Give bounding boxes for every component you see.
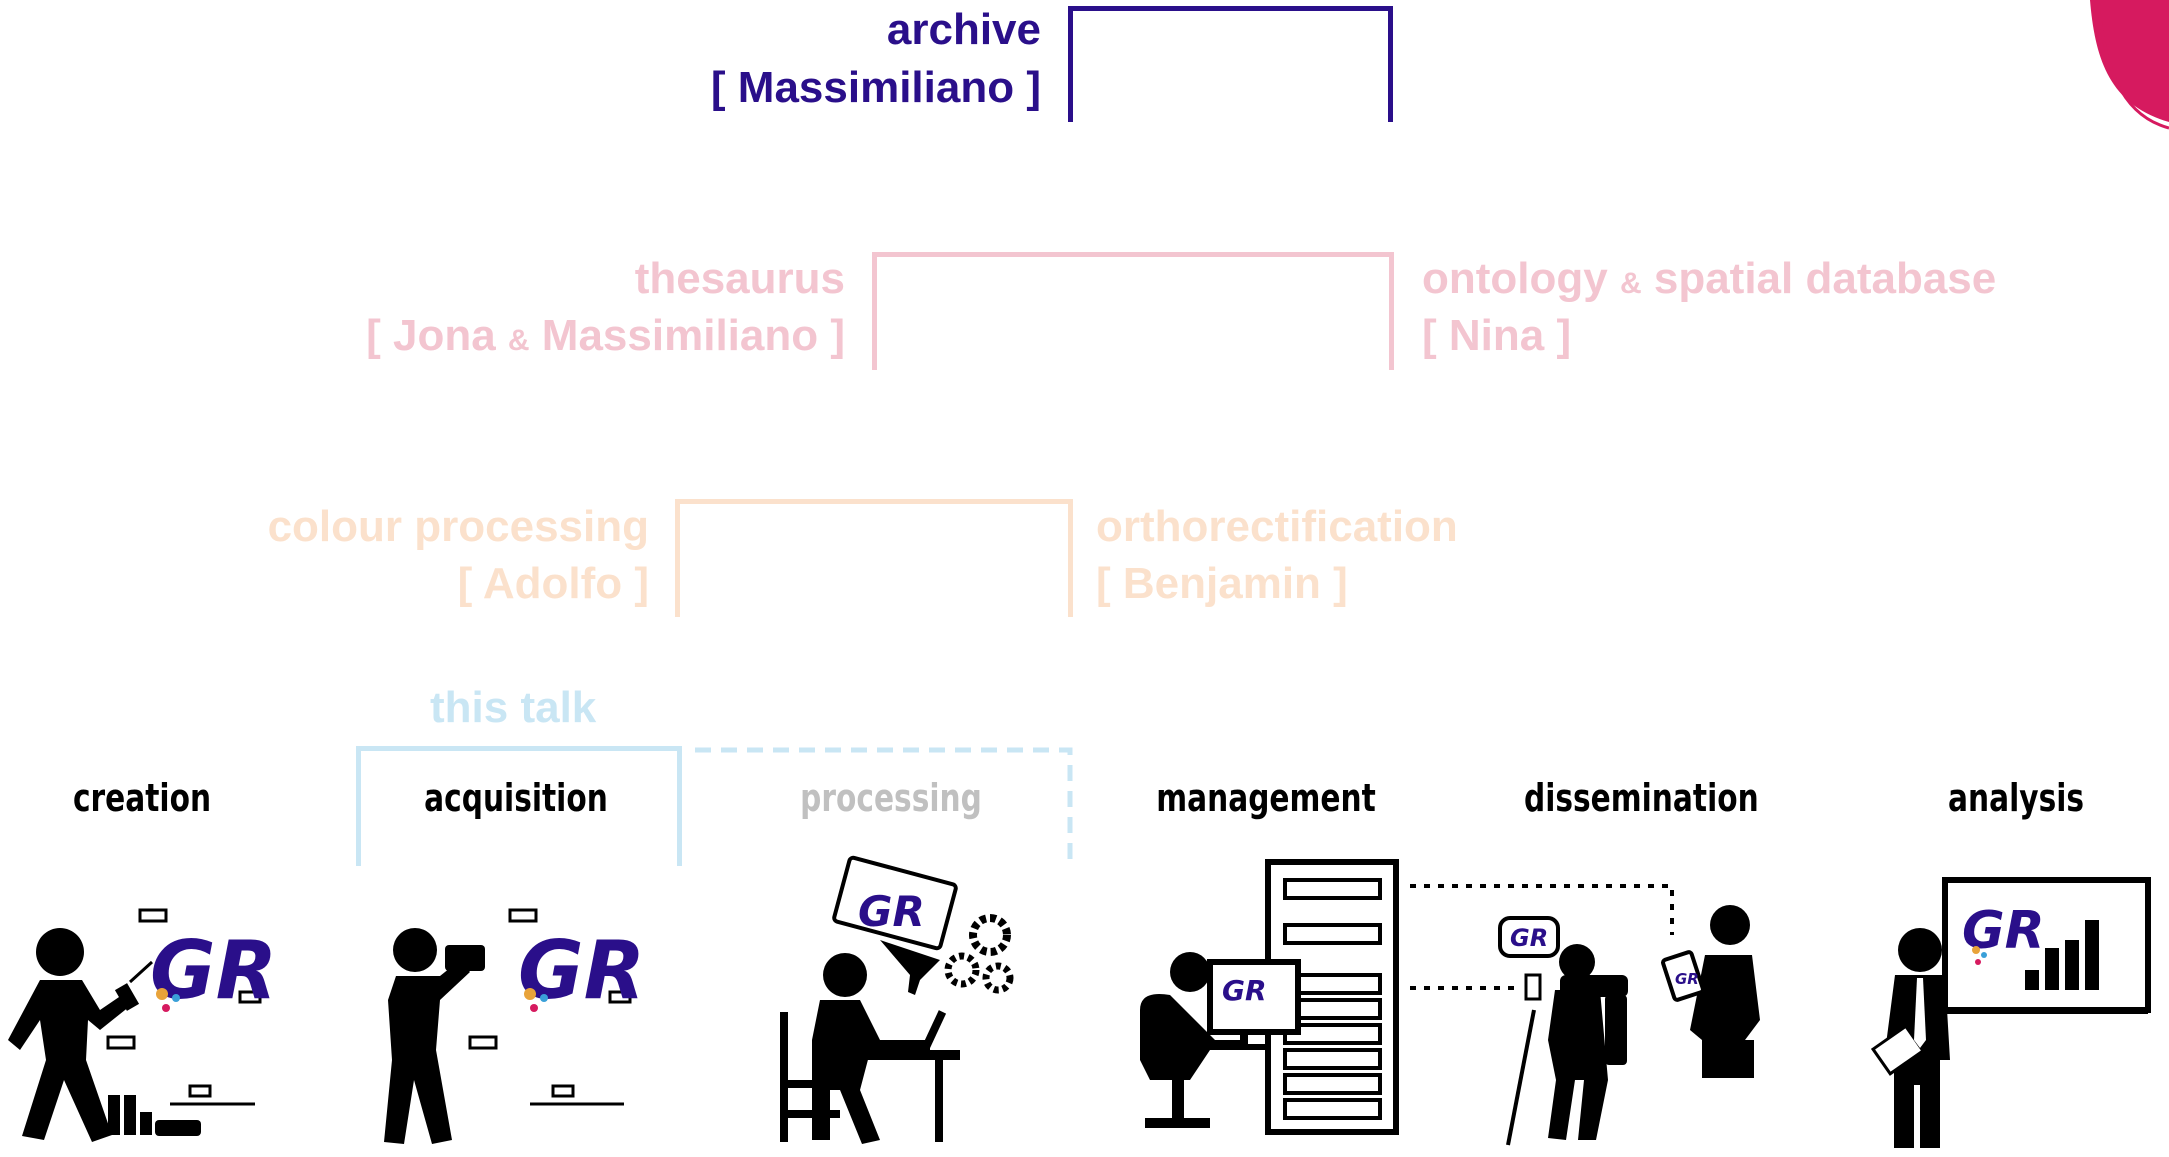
svg-text:GR: GR <box>1510 924 1548 952</box>
analysis-presentation-icon: GR <box>1870 877 2151 1148</box>
colour-processing-person: [ Adolfo ] <box>457 559 649 608</box>
processing-bracket <box>675 499 1073 617</box>
svg-text:GR: GR <box>858 887 925 936</box>
photographer-icon <box>384 908 632 1144</box>
thesaurus-person: [ Jona & Massimiliano ] <box>366 311 845 360</box>
svg-text:GR: GR <box>1675 970 1699 988</box>
stage-acquisition: acquisition <box>424 776 608 820</box>
graffiti-writer-icon <box>8 908 262 1142</box>
this-talk-label: this talk <box>430 683 597 732</box>
dissemination-icon: GR GR <box>1498 905 1760 1146</box>
database-bracket <box>872 252 1394 370</box>
archive-title: archive <box>886 5 1041 54</box>
stage-dissemination: dissemination <box>1524 776 1759 820</box>
stage-management: management <box>1156 776 1376 820</box>
computer-processing-icon: GR <box>780 855 1014 1144</box>
colour-processing-title: colour processing <box>267 502 649 551</box>
archive-person: [ Massimiliano ] <box>710 63 1041 112</box>
thesaurus-title: thesaurus <box>634 254 845 303</box>
archive-bracket <box>1068 6 1393 122</box>
stage-analysis: analysis <box>1947 776 2085 820</box>
ontology-title: ontology & spatial database <box>1422 254 1997 303</box>
server-management-icon: GR <box>1140 859 1399 1135</box>
orthorectification-person: [ Benjamin ] <box>1096 559 1348 608</box>
talk-bracket <box>356 746 682 866</box>
ontology-person: [ Nina ] <box>1422 311 1572 360</box>
stage-creation: creation <box>72 776 212 820</box>
svg-text:GR: GR <box>1222 974 1267 1007</box>
orthorectification-title: orthorectification <box>1096 502 1458 551</box>
stage-processing: processing <box>800 776 982 820</box>
